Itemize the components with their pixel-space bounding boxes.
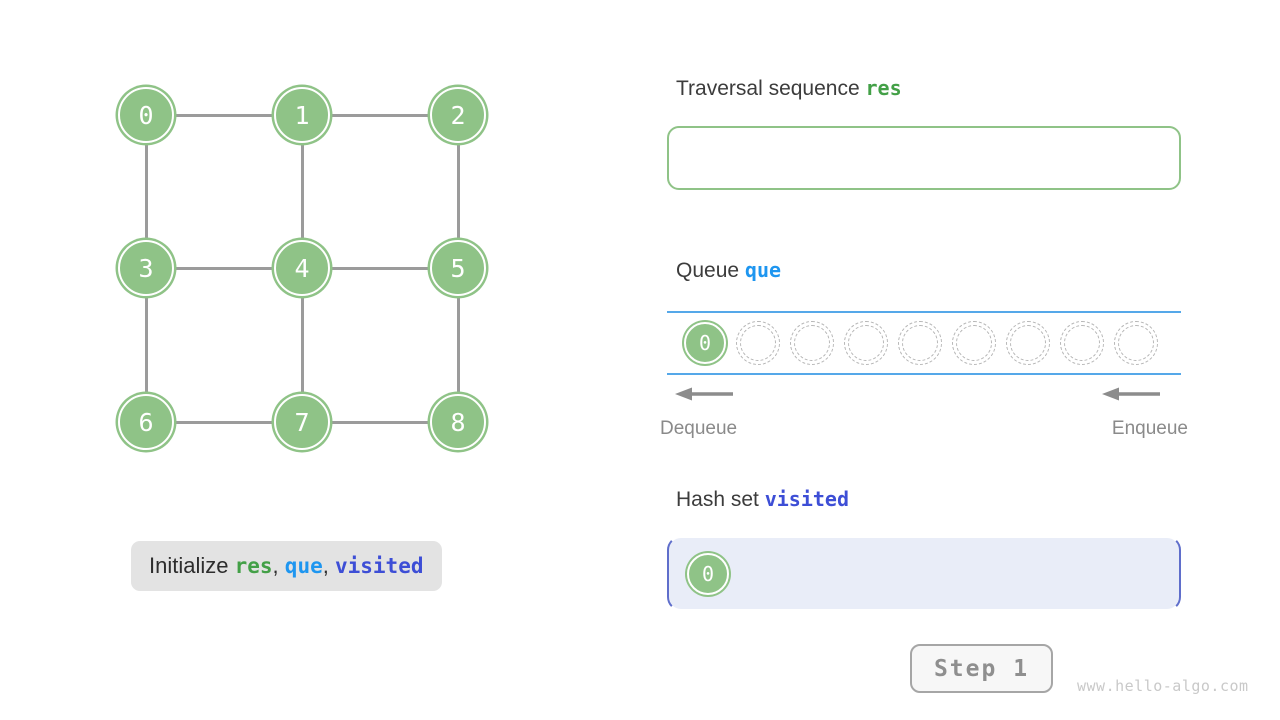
graph-node-label: 4: [294, 253, 310, 283]
hashset-title-text: Hash set: [676, 488, 759, 511]
traversal-title-text: Traversal sequence: [676, 77, 860, 100]
queue-empty-slot-inner: [1010, 325, 1046, 361]
graph-node-label: 8: [450, 407, 466, 437]
graph-edge: [456, 268, 460, 422]
caption-text: Initialize: [149, 553, 229, 578]
dequeue-label: Dequeue: [660, 418, 738, 439]
graph-edge: [300, 268, 304, 422]
graph-node-label: 1: [294, 100, 310, 130]
hashset-section-title: Hash set visited: [676, 487, 849, 512]
step-button[interactable]: Step 1: [910, 644, 1053, 693]
graph-node-3: 3: [118, 240, 174, 296]
graph-node-5: 5: [430, 240, 486, 296]
queue-empty-slot-inner: [848, 325, 884, 361]
queue-item-label: 0: [698, 331, 712, 355]
traversal-sequence-box: [667, 126, 1181, 190]
graph-edge: [302, 420, 458, 424]
queue-empty-slot: [1060, 321, 1104, 365]
queue-empty-slot-inner: [956, 325, 992, 361]
traversal-section-title: Traversal sequence res: [676, 76, 902, 101]
queue-empty-slot: [844, 321, 888, 365]
hashset-var-name: visited: [764, 487, 850, 511]
graph-node-4: 4: [274, 240, 330, 296]
graph-node-6: 6: [118, 394, 174, 450]
caption-que-keyword: que: [284, 554, 323, 578]
graph-node-2: 2: [430, 87, 486, 143]
graph-edge: [300, 115, 304, 268]
enqueue-arrow-icon: [1102, 387, 1160, 401]
hashset-item-label: 0: [701, 561, 715, 586]
graph-node-8: 8: [430, 394, 486, 450]
queue-title-text: Queue: [676, 259, 740, 282]
enqueue-label: Enqueue: [1111, 418, 1188, 439]
queue-empty-slot-inner: [794, 325, 830, 361]
graph-node-label: 6: [138, 407, 154, 437]
queue-empty-slot-inner: [1118, 325, 1154, 361]
queue-empty-slot: [898, 321, 942, 365]
queue-empty-slot: [790, 321, 834, 365]
step-caption: Initialize res, que, visited: [131, 541, 442, 591]
dequeue-arrow-icon: [675, 387, 733, 401]
graph-node-label: 3: [138, 253, 154, 283]
graph-edge: [146, 113, 302, 117]
traversal-var-name: res: [865, 76, 902, 100]
queue-empty-slot-inner: [740, 325, 776, 361]
caption-res-keyword: res: [234, 554, 273, 578]
queue-empty-slot-inner: [1064, 325, 1100, 361]
hashset-box: 0: [667, 536, 1181, 611]
queue-empty-slot: [1114, 321, 1158, 365]
graph-node-7: 7: [274, 394, 330, 450]
queue-empty-slot: [952, 321, 996, 365]
graph-edge: [146, 266, 302, 270]
graph-node-label: 2: [450, 100, 466, 130]
graph-node-label: 5: [450, 253, 466, 283]
graph-node-1: 1: [274, 87, 330, 143]
graph-node-label: 0: [138, 100, 154, 130]
queue-item-0: 0: [684, 322, 726, 364]
queue-track: 0: [667, 311, 1181, 375]
caption-separator: ,: [322, 553, 329, 578]
queue-var-name: que: [744, 258, 782, 282]
graph-edge: [302, 266, 458, 270]
graph-edge: [146, 420, 302, 424]
grid-graph: 0 1 2 3 4 5 6 7 8: [0, 0, 560, 500]
graph-edge: [144, 268, 148, 422]
graph-edge: [456, 115, 460, 268]
hashset-item-0: 0: [687, 552, 729, 595]
queue-section-title: Queue que: [676, 258, 781, 283]
graph-node-label: 7: [294, 407, 310, 437]
queue-empty-slot-inner: [902, 325, 938, 361]
graph-edge: [302, 113, 458, 117]
queue-empty-slot: [1006, 321, 1050, 365]
caption-separator: ,: [272, 553, 279, 578]
queue-empty-slot: [736, 321, 780, 365]
graph-node-0: 0: [118, 87, 174, 143]
watermark: www.hello-algo.com: [1077, 677, 1249, 695]
caption-visited-keyword: visited: [334, 554, 424, 578]
graph-edge: [144, 115, 148, 268]
